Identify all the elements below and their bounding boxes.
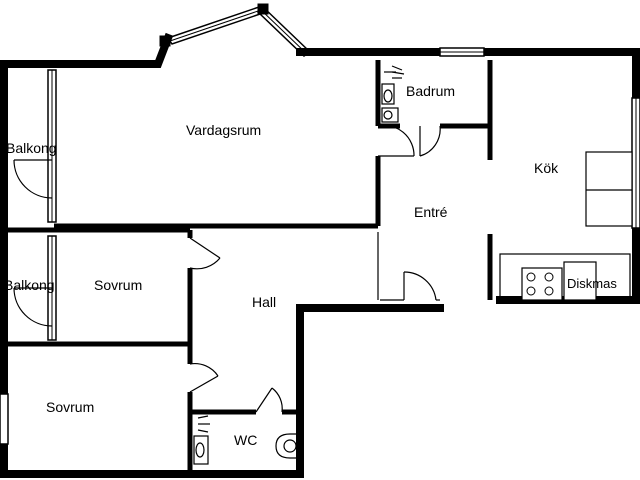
kitchen-window — [631, 97, 640, 229]
stove-icon — [526, 272, 554, 296]
room-label-wc: WC — [234, 432, 258, 448]
room-label-vardagsrum: Vardagsrum — [186, 122, 262, 138]
thin-lines — [377, 232, 440, 301]
room-label-sovrum-upper: Sovrum — [94, 277, 143, 293]
room-label-hall: Hall — [252, 294, 277, 310]
kitchen-fixtures — [499, 151, 633, 301]
room-label-balkong-lower: Balkong — [4, 277, 55, 293]
room-label-kok: Kök — [534, 160, 559, 176]
outer-walls — [0, 32, 640, 478]
room-label-entre: Entré — [414, 204, 448, 220]
bathroom-fixtures — [381, 65, 405, 123]
room-label-badrum: Badrum — [406, 83, 456, 99]
room-label-balkong-upper: Balkong — [6, 140, 57, 156]
appliance-label-diskmaskin: Diskmas — [567, 276, 617, 291]
balcony-glazing — [0, 69, 57, 445]
top-window — [439, 47, 485, 57]
wc-fixtures — [193, 415, 300, 465]
bay-window — [159, 3, 312, 57]
room-label-sovrum-lower: Sovrum — [46, 399, 95, 415]
door-swings — [13, 124, 491, 413]
